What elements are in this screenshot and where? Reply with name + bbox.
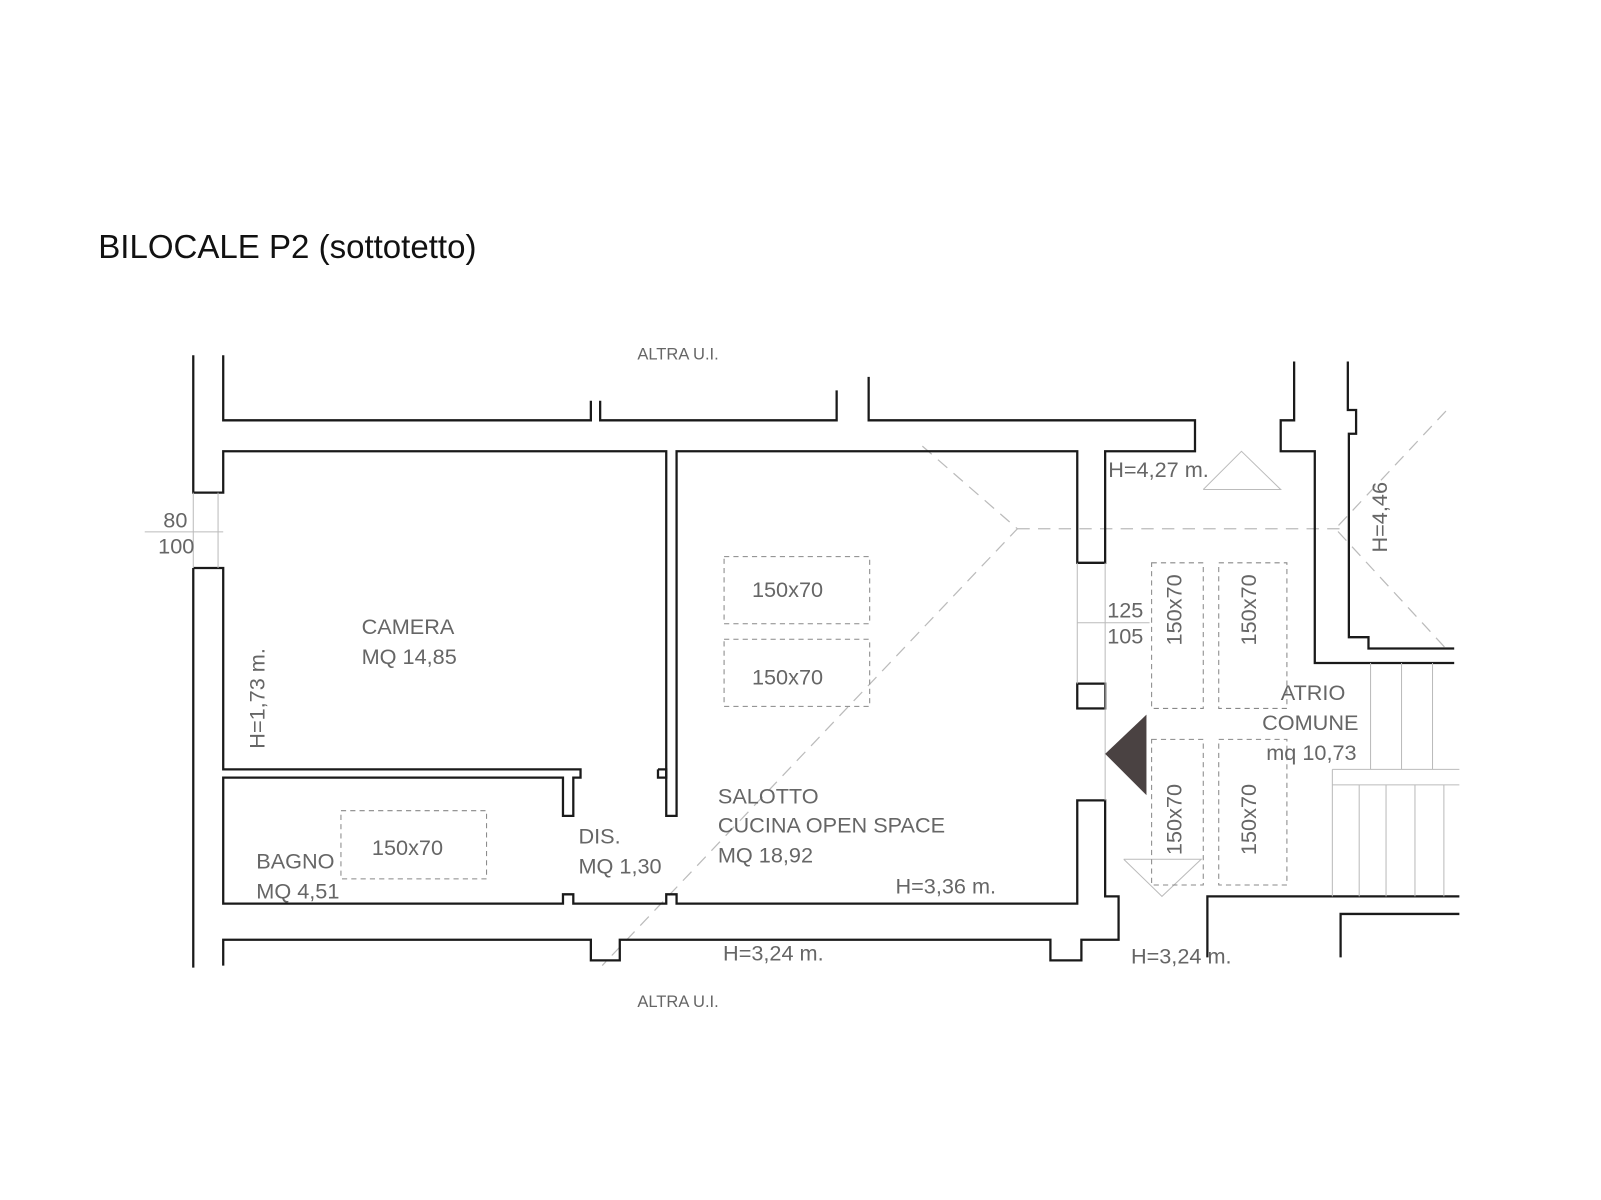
skylight-label: 150x70 [1162, 784, 1187, 855]
salotto-height: H=3,36 m. [896, 873, 997, 898]
atrio-area: mq 10,73 [1266, 740, 1356, 765]
salotto-name: SALOTTO [718, 783, 819, 808]
salotto-area: MQ 18,92 [718, 842, 813, 867]
skylight-label: 150x70 [1236, 574, 1261, 645]
plan-title: BILOCALE P2 (sottotetto) [98, 229, 476, 266]
window-right: 125 105 [1076, 562, 1150, 801]
camera-height: H=1,73 m. [245, 648, 270, 749]
height-446: H=4,46 [1367, 482, 1392, 553]
height-427: H=4,27 m. [1108, 457, 1209, 482]
room-labels: CAMERA MQ 14,85 H=1,73 m. BAGNO MQ 4,51 … [245, 457, 1393, 968]
neighbor-bottom-label: ALTRA U.I. [637, 992, 718, 1011]
window-right-height: 105 [1107, 623, 1143, 648]
bagno-area: MQ 4,51 [256, 878, 339, 903]
skylight-label: 150x70 [1236, 784, 1261, 855]
window-left: 80 100 [144, 492, 224, 568]
walls [192, 355, 1460, 968]
dis-area: MQ 1,30 [578, 854, 661, 879]
skylight-label: 150x70 [1162, 574, 1187, 645]
camera-name: CAMERA [362, 614, 455, 639]
skylight-label: 150x70 [372, 835, 443, 860]
neighbor-top-label: ALTRA U.I. [637, 344, 718, 363]
entrance-arrow-icon [1105, 714, 1147, 796]
height-324-corridor: H=3,24 m. [723, 940, 824, 965]
skylight-label: 150x70 [752, 665, 823, 690]
atrio-name: ATRIO [1281, 680, 1346, 705]
height-324-atrio: H=3,24 m. [1131, 944, 1232, 969]
window-right-width: 125 [1107, 598, 1143, 623]
window-left-width: 80 [163, 508, 187, 533]
atrio-subname: COMUNE [1262, 710, 1358, 735]
camera-area: MQ 14,85 [362, 644, 457, 669]
window-left-height: 100 [158, 534, 194, 559]
salotto-subname: CUCINA OPEN SPACE [718, 812, 945, 837]
stairs [1331, 662, 1460, 897]
skylight-label: 150x70 [752, 577, 823, 602]
roof-lines [601, 410, 1447, 967]
dis-name: DIS. [578, 824, 620, 849]
skylights: 150x70 150x70 150x70 150x70 150x70 150x7… [340, 556, 1288, 886]
bagno-name: BAGNO [256, 849, 334, 874]
